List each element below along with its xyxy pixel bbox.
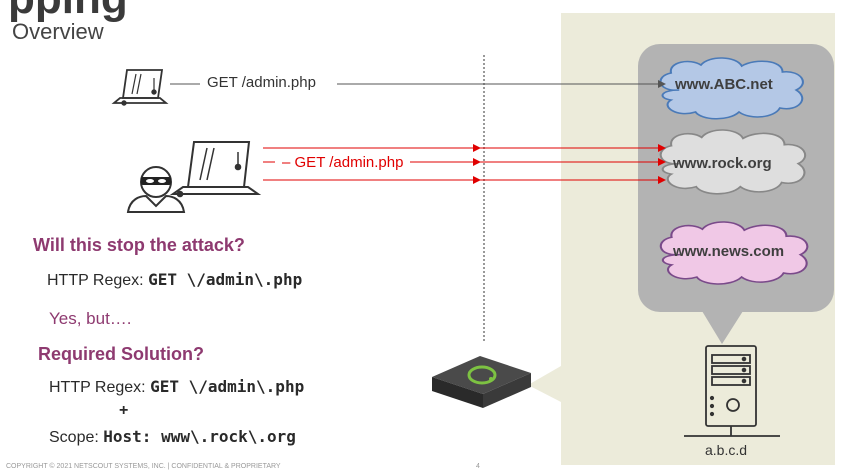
cloud-label-news: www.news.com <box>673 243 785 260</box>
scope-value: Host: www\.rock\.org <box>103 427 296 446</box>
answer-text: Yes, but…. <box>49 309 132 328</box>
cloud-label-abc: www.ABC.net <box>675 76 773 93</box>
laptop-icon <box>169 141 262 198</box>
scope-line: Scope: Host: www\.rock\.org <box>49 427 296 447</box>
question-required-solution: Required Solution? <box>38 344 204 364</box>
regex-value: GET \/admin\.php <box>150 377 305 396</box>
slide-subtitle: Overview <box>12 19 104 44</box>
server-address: a.b.c.d <box>705 442 748 458</box>
attacker-icon <box>126 166 186 213</box>
appliance-icon <box>432 356 531 408</box>
callout-pointer <box>702 311 743 344</box>
slide-title: pping <box>8 0 128 24</box>
regex-label: HTTP Regex: <box>49 379 146 396</box>
server-icon <box>684 345 780 437</box>
regex-label: HTTP Regex: <box>47 272 144 289</box>
question-stop-attack: Will this stop the attack? <box>33 235 245 255</box>
cloud-label-rock: www.rock.org <box>673 155 772 172</box>
laptop-icon <box>111 69 169 106</box>
regex-line-2: HTTP Regex: GET \/admin\.php <box>49 377 304 397</box>
attack-request-label: – GET /admin.php <box>279 154 407 171</box>
appliance-link-wedge <box>528 366 561 402</box>
regex-value: GET \/admin\.php <box>148 270 303 289</box>
page-number: 4 <box>476 463 480 470</box>
regex-line-1: HTTP Regex: GET \/admin\.php <box>47 270 302 290</box>
plus-sign: + <box>119 402 129 419</box>
attack-request-text: GET /admin.php <box>294 154 404 171</box>
footer-copyright: COPYRIGHT © 2021 NETSCOUT SYSTEMS, INC. … <box>6 463 281 470</box>
scope-label: Scope: <box>49 429 99 446</box>
normal-request-label: GET /admin.php <box>204 74 319 91</box>
